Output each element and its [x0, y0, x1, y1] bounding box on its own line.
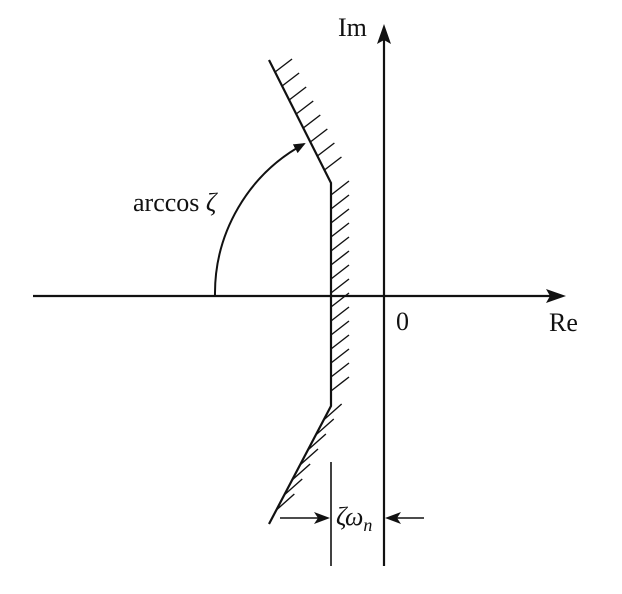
imaginary-axis-label: Im — [338, 13, 367, 42]
hatch-mark — [281, 72, 300, 87]
hatch-mark — [309, 128, 328, 143]
hatch-mark — [330, 292, 350, 308]
hatch-mark — [330, 306, 350, 322]
hatch-mark — [323, 403, 343, 421]
real-axis-label: Re — [549, 308, 578, 337]
hatch-mark — [288, 86, 307, 101]
hatch-mark — [330, 320, 350, 336]
hatch-mark — [275, 493, 295, 511]
real-axis-arrow-icon — [546, 289, 566, 303]
hatch-mark — [307, 433, 327, 451]
hatch-mark — [330, 278, 350, 294]
hatch-mark — [302, 114, 321, 129]
region-boundary — [268, 59, 333, 525]
hatch-mark — [330, 194, 350, 210]
hatch-mark — [291, 463, 311, 481]
hatch-mark — [315, 418, 335, 436]
region-hatching — [274, 58, 350, 511]
offset-label: ζωn — [336, 502, 372, 535]
hatch-mark — [330, 208, 350, 224]
angle-label-zeta: ζ — [206, 188, 218, 217]
offset-label-omega: ω — [345, 502, 363, 531]
hatch-mark — [283, 478, 303, 496]
origin-label: 0 — [396, 307, 409, 336]
hatch-mark — [299, 448, 319, 466]
hatch-mark — [330, 236, 350, 252]
dimension-left-arrow-icon — [314, 512, 330, 524]
hatch-mark — [324, 156, 342, 171]
offset-label-subscript: n — [363, 515, 372, 535]
hatch-mark — [274, 58, 293, 73]
hatch-mark — [330, 180, 350, 196]
imaginary-axis-arrow-icon — [377, 24, 391, 44]
angle-label-text: arccos — [133, 188, 206, 217]
hatch-mark — [330, 250, 350, 266]
angle-arc — [213, 143, 306, 297]
offset-label-zeta: ζ — [336, 502, 348, 531]
hatch-mark — [330, 362, 350, 378]
angle-label: arccos ζ — [133, 188, 218, 217]
hatch-mark — [330, 334, 350, 350]
hatch-mark — [330, 222, 350, 238]
hatch-mark — [295, 100, 314, 115]
hatch-mark — [330, 348, 350, 364]
hatch-mark — [330, 376, 350, 392]
dimension-right-arrow-icon — [385, 512, 401, 524]
hatch-mark — [316, 142, 335, 157]
hatch-mark — [330, 264, 350, 280]
